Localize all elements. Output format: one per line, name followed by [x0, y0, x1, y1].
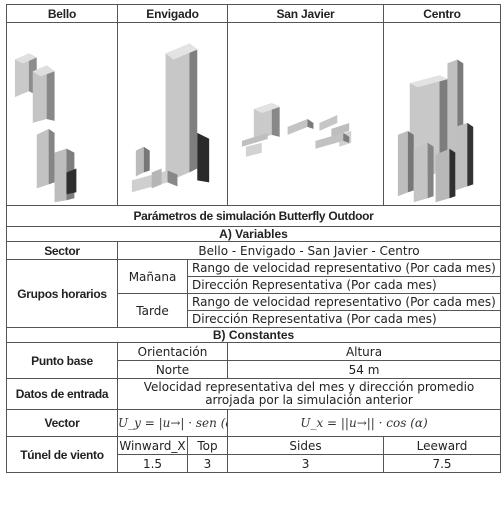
simulation-parameters-table: Bello Envigado San Javier Centro — [5, 4, 502, 473]
tunnel-header-winward: Winward_X — [117, 436, 188, 455]
sector-label: Sector — [6, 241, 118, 260]
input-data-row: Datos de entrada Velocidad representativ… — [6, 378, 502, 410]
envigado-buildings-image — [117, 22, 228, 206]
title-row: Parámetros de simulación Butterfly Outdo… — [5, 205, 502, 227]
base-point-label: Punto base — [6, 342, 118, 379]
tunnel-label: Túnel de viento — [6, 436, 118, 473]
groups-label: Grupos horarios — [6, 259, 118, 328]
vector-row: Vector U_y = |u→| · sen (α) U_x = ||u→||… — [6, 409, 502, 437]
input-data-value: Velocidad representativa del mes y direc… — [116, 378, 502, 410]
tunnel-header-row: Túnel de viento Winward_X Top Sides Leew… — [6, 436, 502, 473]
sector-name-envigado: Envigado — [117, 4, 228, 23]
tunnel-header-top: Top — [187, 436, 228, 455]
tunnel-value-winward: 1.5 — [117, 454, 188, 473]
vector-label: Vector — [6, 409, 118, 437]
bello-buildings-image — [6, 22, 118, 206]
morning-label: Mañana — [117, 259, 188, 294]
base-point-header-row: Punto base Orientación Altura — [6, 342, 502, 379]
constants-heading: B) Constantes — [5, 327, 502, 343]
tunnel-value-sides: 3 — [226, 454, 385, 473]
tunnel-value-leeward: 7.5 — [383, 454, 502, 473]
sector-header-row: Bello Envigado San Javier Centro — [6, 4, 502, 23]
variables-heading: A) Variables — [5, 226, 502, 242]
afternoon-speed-row: Tarde Rango de velocidad representativo … — [7, 293, 502, 328]
afternoon-direction-text: Dirección Representativa (Por cada mes) — [186, 310, 502, 328]
height-label: Altura — [226, 342, 502, 361]
tunnel-header-leeward: Leeward — [383, 436, 502, 455]
sector-images-row — [6, 22, 502, 206]
sector-row: Sector Bello - Envigado - San Javier - C… — [6, 241, 502, 260]
san-javier-buildings-image — [226, 22, 385, 206]
tunnel-header-sides: Sides — [226, 436, 385, 455]
parameters-table-wrapper: Bello Envigado San Javier Centro — [5, 4, 502, 504]
sector-value: Bello - Envigado - San Javier - Centro — [116, 241, 502, 260]
sector-name-centro: Centro — [383, 4, 502, 23]
variables-heading-row: A) Variables — [5, 226, 502, 242]
morning-speed-row: Grupos horarios Mañana Rango de velocida… — [6, 259, 502, 328]
morning-direction-text: Dirección Representativa (Por cada mes) — [186, 276, 502, 294]
orientation-label: Orientación — [117, 342, 228, 361]
vector-uy-formula: U_y = |u→| · sen (α) — [117, 409, 228, 437]
sector-name-bello: Bello — [6, 4, 118, 23]
morning-speed-text: Rango de velocidad representativo (Por c… — [186, 259, 502, 277]
constants-heading-row: B) Constantes — [5, 327, 502, 343]
height-value: 54 m — [226, 360, 502, 379]
tunnel-value-top: 3 — [187, 454, 228, 473]
afternoon-speed-text: Rango de velocidad representativo (Por c… — [186, 293, 502, 311]
morning-direction-row: Dirección Representativa (Por cada mes) — [7, 276, 502, 294]
sector-name-san-javier: San Javier — [226, 4, 385, 23]
centro-buildings-image — [383, 22, 502, 206]
tunnel-value-row: 1.5 3 3 7.5 — [7, 454, 502, 473]
afternoon-label: Tarde — [117, 293, 188, 328]
orientation-value: Norte — [117, 360, 228, 379]
vector-ux-formula: U_x = ||u→|| · cos (α) — [226, 409, 502, 437]
table-title: Parámetros de simulación Butterfly Outdo… — [5, 205, 502, 227]
input-data-label: Datos de entrada — [6, 378, 118, 410]
